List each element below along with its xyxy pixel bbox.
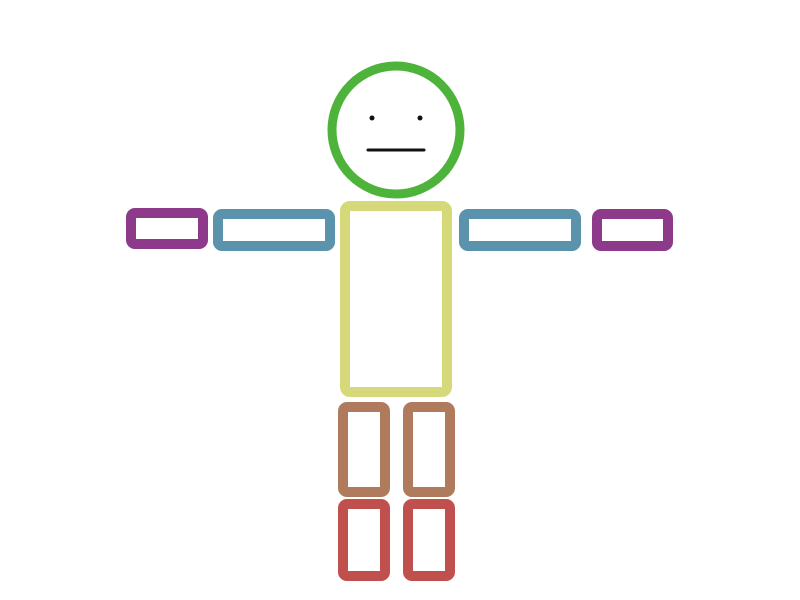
head: [327, 61, 465, 199]
left-thigh: [338, 402, 390, 497]
left-shin: [338, 499, 390, 581]
left-upper-arm: [213, 209, 335, 251]
right-forearm: [592, 209, 673, 251]
left-forearm: [126, 208, 208, 249]
right-eye: [417, 115, 423, 121]
left-eye: [369, 115, 375, 121]
right-shin: [403, 499, 455, 581]
right-thigh: [403, 402, 455, 497]
right-upper-arm: [459, 209, 581, 251]
torso: [340, 201, 452, 397]
